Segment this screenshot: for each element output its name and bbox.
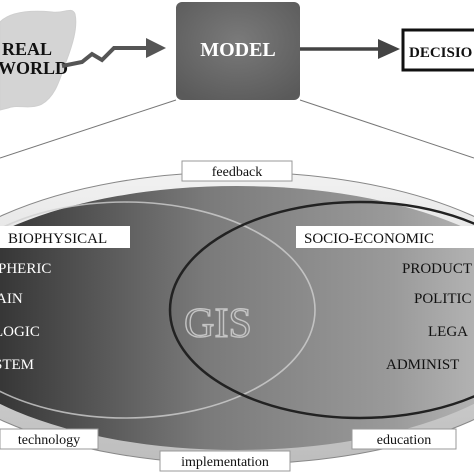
socio-economic-item: PRODUCT	[402, 261, 472, 277]
real-world-label-line2: WORLD	[0, 58, 68, 78]
socio-economic-title-box	[296, 226, 474, 248]
socio-economic-item: ADMINIST	[386, 357, 459, 373]
biophysical-item: STEM	[0, 357, 34, 373]
biophysical-title-box	[0, 226, 130, 248]
decision-label: DECISIO	[409, 45, 472, 61]
implementation-label: implementation	[181, 455, 269, 470]
socio-economic-title: SOCIO-ECONOMIC	[304, 231, 434, 247]
socio-economic-item: POLITIC	[414, 291, 472, 307]
model-box	[176, 2, 300, 100]
gis-label: GIS	[184, 301, 252, 347]
real-world-map-icon	[0, 9, 77, 111]
arrow-to-model-head	[146, 38, 166, 58]
education-box	[351, 428, 457, 450]
socio-economic-ellipse	[168, 200, 474, 420]
biophysical-item: PHERIC	[0, 261, 51, 277]
feedback-label: feedback	[212, 165, 263, 180]
biophysical-title: BIOPHYSICAL	[8, 231, 107, 247]
arrow-to-decision-head	[378, 39, 400, 59]
technology-label: technology	[18, 433, 80, 448]
model-label: MODEL	[200, 39, 276, 61]
expansion-line-right	[299, 99, 474, 159]
decision-box	[401, 28, 474, 72]
expansion-line-left	[0, 99, 177, 159]
biophysical-item: AIN	[0, 291, 23, 307]
biophysical-ellipse	[0, 201, 316, 419]
main-oval	[0, 186, 474, 450]
implementation-box	[159, 450, 291, 472]
socio-economic-item: LEGA	[428, 324, 468, 340]
real-world-label-line1: REAL	[2, 39, 52, 59]
biophysical-item: LOGIC	[0, 324, 40, 340]
arrow-to-model	[61, 46, 148, 68]
feedback-box	[181, 160, 293, 182]
technology-box	[0, 428, 99, 450]
education-label: education	[377, 433, 431, 448]
